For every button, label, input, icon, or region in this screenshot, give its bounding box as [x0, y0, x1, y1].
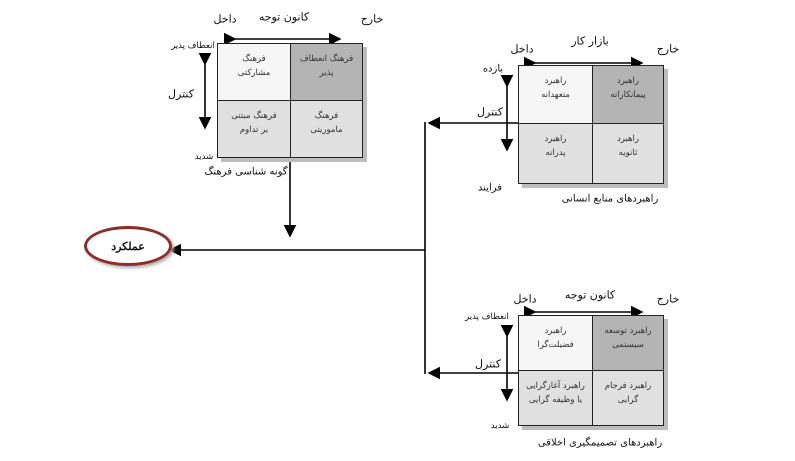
culture-cell: فرهنگ انعطاف پذیر: [290, 43, 363, 101]
top-axis-label: کانون توجه: [564, 288, 616, 302]
bottom-end-label: شدید: [490, 421, 510, 431]
side-axis-label: کنترل: [168, 87, 194, 101]
matrix-title: راهبردهای منابع انسانی: [561, 193, 659, 205]
hr-cell: راهبرد پیمانکارانه: [592, 65, 664, 124]
ethics-cell: راهبرد فرجام گرایی: [592, 370, 664, 426]
ethics-cell: راهبرد توسعه سیستمی: [592, 315, 664, 371]
bottom-end-label: شدید: [194, 152, 214, 162]
culture-cell: فرهنگ مبتنی بر تداوم: [217, 100, 291, 158]
top-axis-label: بازار کار: [571, 34, 609, 48]
side-axis-label: کنترل: [477, 105, 503, 119]
matrix-title: راهبردهای تصمیمگیری اخلاقی: [537, 437, 663, 449]
top-end-label: انعطاف پذیر: [465, 312, 509, 322]
left-end-label: داخل: [513, 292, 537, 306]
right-end-label: خارج: [360, 12, 384, 26]
hr-cell: راهبرد متعهدانه: [518, 65, 593, 124]
matrix-title: گونه شناسی فرهنگ: [204, 166, 288, 178]
culture-cell: فرهنگ ماموریتی: [290, 100, 363, 158]
hr-cell: راهبرد ثانویه: [592, 123, 664, 184]
ethics-cell: راهبرد آغازگرایی یا وظیفه گرایی: [518, 370, 593, 426]
top-end-label: انعطاف پذیر: [171, 41, 215, 51]
bottom-end-label: فرایند: [477, 182, 503, 194]
culture-cell: فرهنگ مشارکتی: [217, 43, 291, 101]
side-axis-label: کنترل: [475, 357, 501, 371]
top-axis-label: کانون توجه: [258, 10, 310, 24]
outcome-ellipse: عملکرد: [84, 226, 172, 266]
right-end-label: خارج: [656, 42, 680, 56]
top-end-label: بازده: [482, 63, 504, 75]
ethics-cell: راهبرد فضیلت‌گرا: [518, 315, 593, 371]
hr-cell: راهبرد پدرانه: [518, 123, 593, 184]
right-end-label: خارج: [656, 292, 680, 306]
left-end-label: داخل: [510, 42, 534, 56]
left-end-label: داخل: [213, 12, 237, 26]
